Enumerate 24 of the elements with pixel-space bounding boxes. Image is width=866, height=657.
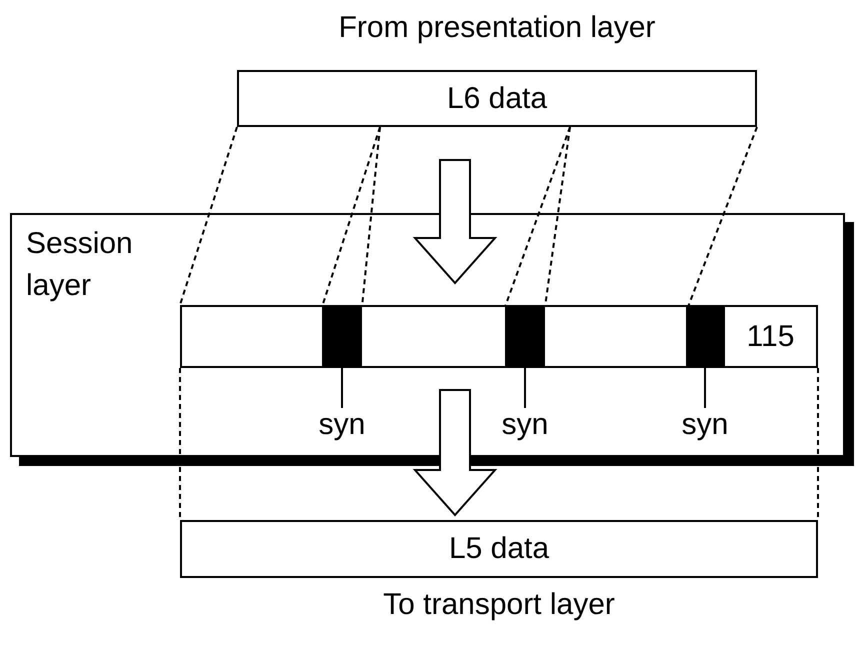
leader-line xyxy=(524,366,526,408)
data-box: L6 data xyxy=(237,70,757,127)
data-box: L5 data xyxy=(180,520,818,578)
layer-caption: To transport layer xyxy=(382,587,616,623)
block-arrow xyxy=(412,389,498,516)
sync-block xyxy=(686,307,723,366)
data-strip xyxy=(180,305,818,368)
leader-line xyxy=(704,366,706,408)
projection-line xyxy=(179,126,238,306)
block-arrow xyxy=(412,159,498,284)
panel-title: Session layer xyxy=(26,226,134,304)
sync-block xyxy=(322,307,362,366)
projection-line xyxy=(817,368,819,520)
syn-label: syn xyxy=(675,408,735,442)
syn-label: syn xyxy=(495,408,555,442)
projection-line xyxy=(179,368,181,520)
leader-line xyxy=(341,366,343,408)
projection-line xyxy=(687,126,758,308)
sync-block xyxy=(505,307,545,366)
projection-line xyxy=(544,126,571,308)
projection-line xyxy=(504,126,571,308)
syn-label: syn xyxy=(312,408,372,442)
layer-caption: From presentation layer xyxy=(338,10,656,46)
projection-line xyxy=(361,126,381,308)
